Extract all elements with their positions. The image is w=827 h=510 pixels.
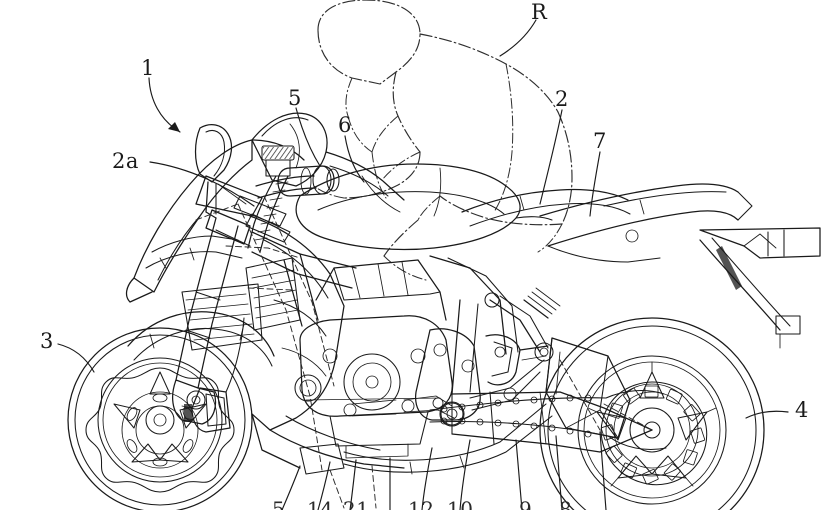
reference-label-2: 2	[555, 87, 569, 111]
reference-label-bottom-5: 5	[272, 499, 285, 510]
seat	[461, 188, 631, 227]
radiator	[245, 257, 301, 331]
windscreen	[251, 112, 405, 201]
front-wheel	[67, 317, 253, 510]
hidden-construction-lines	[195, 195, 653, 509]
drive-chain	[429, 389, 667, 451]
reference-label-7: 7	[593, 129, 607, 153]
reference-label-6: 6	[338, 113, 352, 137]
reference-label-bottom-21: 21	[343, 499, 369, 510]
front-cowl	[125, 139, 305, 303]
reference-label-2a: 2a	[112, 149, 139, 173]
tail-cowl	[539, 183, 821, 349]
reference-label-bottom-12: 12	[408, 499, 434, 510]
footpeg	[485, 334, 549, 386]
reference-label-5: 5	[288, 86, 302, 110]
rear-wheel	[539, 317, 765, 510]
engine	[294, 259, 453, 459]
front-brake-caliper	[181, 387, 231, 433]
swingarm	[440, 391, 653, 453]
leader-lines	[57, 19, 789, 510]
reference-label-bottom-14: 14	[307, 499, 333, 510]
rear-suspension-linkage	[343, 287, 561, 419]
reference-label-R: R	[531, 0, 548, 24]
reference-label-bottom-10: 10	[447, 499, 473, 510]
mirror	[194, 124, 233, 219]
reference-label-3: 3	[40, 329, 54, 353]
reference-label-1: 1	[141, 56, 155, 80]
side-fairing	[181, 215, 405, 469]
reference-label-bottom-8: 8	[559, 499, 572, 510]
reference-label-4: 4	[795, 398, 809, 422]
reference-label-bottom-9: 9	[519, 499, 532, 510]
handlebar	[233, 145, 340, 253]
exhaust-muffler	[299, 337, 631, 475]
rider-phantom	[313, 0, 573, 281]
